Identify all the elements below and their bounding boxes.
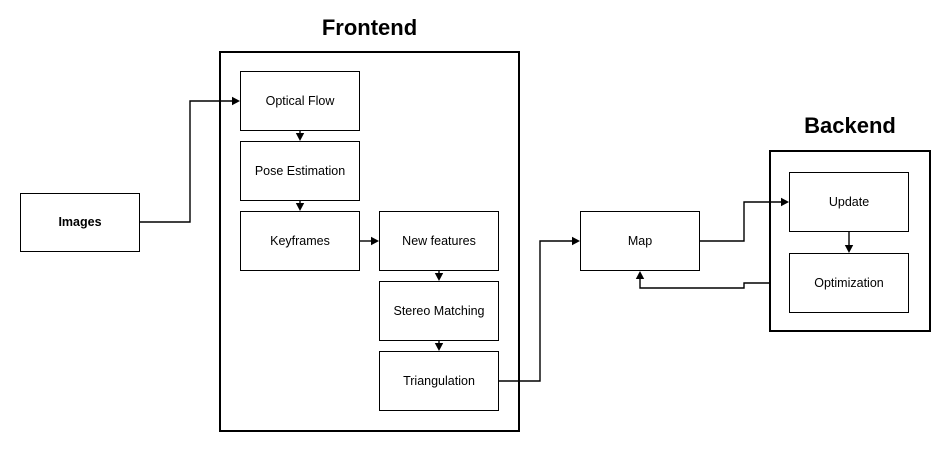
node-images[interactable]: Images (20, 193, 140, 252)
node-update-label: Update (828, 194, 870, 209)
node-new-features[interactable]: New features (379, 211, 499, 271)
node-keyframes[interactable]: Keyframes (240, 211, 360, 271)
node-optical-flow[interactable]: Optical Flow (240, 71, 360, 131)
edge-optimization-to-map (639, 278, 769, 289)
node-pose-estimation[interactable]: Pose Estimation (240, 141, 360, 201)
arrowhead-triangulation-to-map (572, 236, 580, 246)
node-optimization-label: Optimization (814, 275, 884, 290)
node-new-features-label: New features (402, 233, 476, 248)
group-frontend-title: Frontend (321, 15, 418, 40)
node-images-label: Images (58, 215, 102, 229)
node-map[interactable]: Map (580, 211, 700, 271)
node-pose-estimation-label: Pose Estimation (254, 163, 346, 178)
node-keyframes-label: Keyframes (270, 233, 330, 248)
node-triangulation[interactable]: Triangulation (379, 351, 499, 411)
node-stereo-matching[interactable]: Stereo Matching (379, 281, 499, 341)
node-optical-flow-label: Optical Flow (265, 93, 335, 108)
node-triangulation-label: Triangulation (403, 373, 475, 388)
arrowhead-optimization-to-map (635, 271, 645, 279)
group-backend-title: Backend (804, 113, 896, 138)
node-map-label: Map (627, 233, 653, 248)
node-update[interactable]: Update (789, 172, 909, 232)
node-stereo-matching-label: Stereo Matching (393, 303, 485, 318)
node-optimization[interactable]: Optimization (789, 253, 909, 313)
